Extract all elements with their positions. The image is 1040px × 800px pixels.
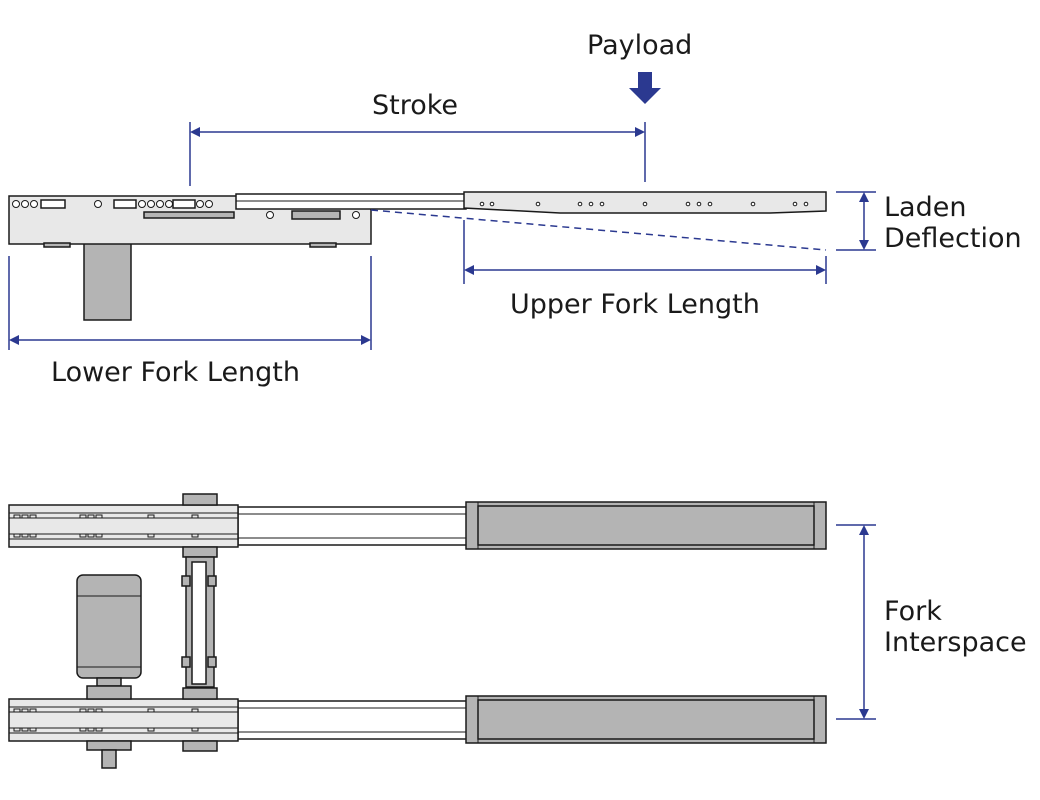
drive-linkage bbox=[181, 493, 218, 752]
lower-fork-foot bbox=[43, 242, 71, 248]
bottom-fork-assembly bbox=[8, 695, 827, 744]
top-view bbox=[8, 493, 876, 769]
upper-fork-length-label: Upper Fork Length bbox=[510, 289, 760, 320]
fork-interspace-dimension bbox=[836, 524, 876, 720]
stroke-label: Stroke bbox=[372, 90, 459, 121]
side-view bbox=[8, 72, 876, 350]
stroke-dimension bbox=[189, 122, 646, 186]
laden-deflection-label-line1: Laden bbox=[884, 192, 967, 223]
lower-mount-bracket bbox=[83, 239, 132, 321]
lower-fork-foot bbox=[309, 242, 337, 248]
upper-fork-holes bbox=[479, 201, 809, 207]
motor bbox=[76, 574, 142, 769]
top-middle-fork bbox=[237, 506, 469, 546]
fork-interspace-label-line2: Interspace bbox=[884, 627, 1027, 658]
laden-deflection-dimension bbox=[836, 191, 876, 251]
lower-fork-details bbox=[12, 199, 360, 220]
payload-arrow-icon bbox=[629, 72, 661, 104]
top-lower-fork bbox=[8, 504, 239, 548]
payload-label: Payload bbox=[587, 30, 693, 61]
lower-fork-length-label: Lower Fork Length bbox=[51, 357, 300, 388]
bottom-lower-fork bbox=[8, 698, 239, 742]
laden-deflection-label-line2: Deflection bbox=[884, 223, 1022, 254]
upper-fork-length-dimension bbox=[463, 220, 827, 284]
bottom-middle-fork bbox=[237, 700, 469, 740]
top-fork-assembly bbox=[8, 501, 827, 550]
lower-fork-length-dimension bbox=[8, 256, 372, 350]
fork-interspace-label-line1: Fork bbox=[884, 596, 942, 627]
deflection-dashed-line bbox=[370, 209, 827, 251]
